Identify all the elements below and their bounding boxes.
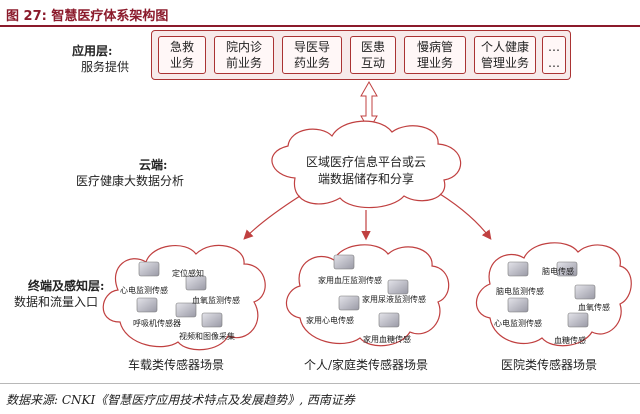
vehicle-sensor-ventilator: 呼吸机传感器: [133, 318, 181, 328]
title-rule: [0, 25, 640, 27]
hospital-scenario-name: 医院类传感器场景: [501, 357, 597, 372]
cloud-to-hospital-arrow: [439, 193, 492, 240]
hospital-sensor-glucose: 血糖传感: [554, 335, 586, 345]
vehicle-sensor-spo2: 血氧监测传感: [192, 295, 240, 305]
home-sensor-bp: 家用血压监测传感: [318, 275, 382, 285]
service-guidance: 导医导 药业务: [282, 36, 342, 74]
hospital-sensor-eeg-monitor: 脑电监测传感: [496, 286, 544, 296]
sensor-device-icon: [507, 261, 596, 328]
hospital-sensor-ecg: 心电监测传感: [494, 318, 542, 328]
home-scenario-name: 个人/家庭类传感器场景: [304, 357, 428, 372]
source-rule: [0, 383, 640, 384]
vehicle-sensor-location: 定位感知: [172, 268, 204, 278]
vehicle-scenario-name: 车载类传感器场景: [128, 357, 224, 372]
terminal-layer-name: 终端及感知层:: [28, 279, 105, 293]
service-emergency: 急救 业务: [158, 36, 206, 74]
cloud-layer-desc: 医疗健康大数据分析: [76, 174, 185, 188]
figure-title: 图 27: 智慧医疗体系架构图: [6, 9, 169, 24]
hospital-sensor-spo2: 血氧传感: [578, 302, 610, 312]
cloud-layer-name: 云端:: [139, 158, 168, 172]
service-chronic: 慢病管 理业务: [404, 36, 466, 74]
cloud-platform-line2: 端数据储存和分享: [318, 171, 414, 186]
home-sensor-ecg: 家用心电传感: [306, 315, 354, 325]
home-sensor-glucose: 家用血糖传感: [363, 334, 411, 344]
cloud-platform-shape: [271, 120, 462, 209]
sensor-device-icon: [333, 254, 409, 328]
cloud-platform-line1: 区域医疗信息平台或云: [306, 154, 426, 169]
terminal-layer-desc: 数据和流量入口: [14, 295, 99, 309]
service-layer-desc: 服务提供: [81, 60, 130, 74]
hospital-sensor-eeg: 脑电传感: [542, 266, 574, 276]
service-layer-frame: 急救 业务 院内诊 前业务 导医导 药业务 医患 互动 慢病管 理业务 个人健康…: [151, 30, 571, 80]
source-note: 数据来源: CNKI《智慧医疗应用技术特点及发展趋势》, 西南证券: [6, 393, 355, 407]
service-prediagnosis: 院内诊 前业务: [214, 36, 274, 74]
sensor-device-icon: [136, 261, 223, 328]
service-more: … …: [542, 36, 566, 74]
home-sensor-urine: 家用尿液监测传感: [362, 294, 426, 304]
service-personal-health: 个人健康 管理业务: [474, 36, 536, 74]
service-layer-name: 应用层:: [72, 44, 113, 58]
cloud-to-vehicle-arrow: [243, 195, 301, 240]
vehicle-sensor-video: 视频和图像采集: [179, 331, 235, 341]
vehicle-sensor-ecg: 心电监测传感: [120, 285, 168, 295]
home-scenario-cloud: [285, 244, 450, 347]
service-interaction: 医患 互动: [350, 36, 396, 74]
